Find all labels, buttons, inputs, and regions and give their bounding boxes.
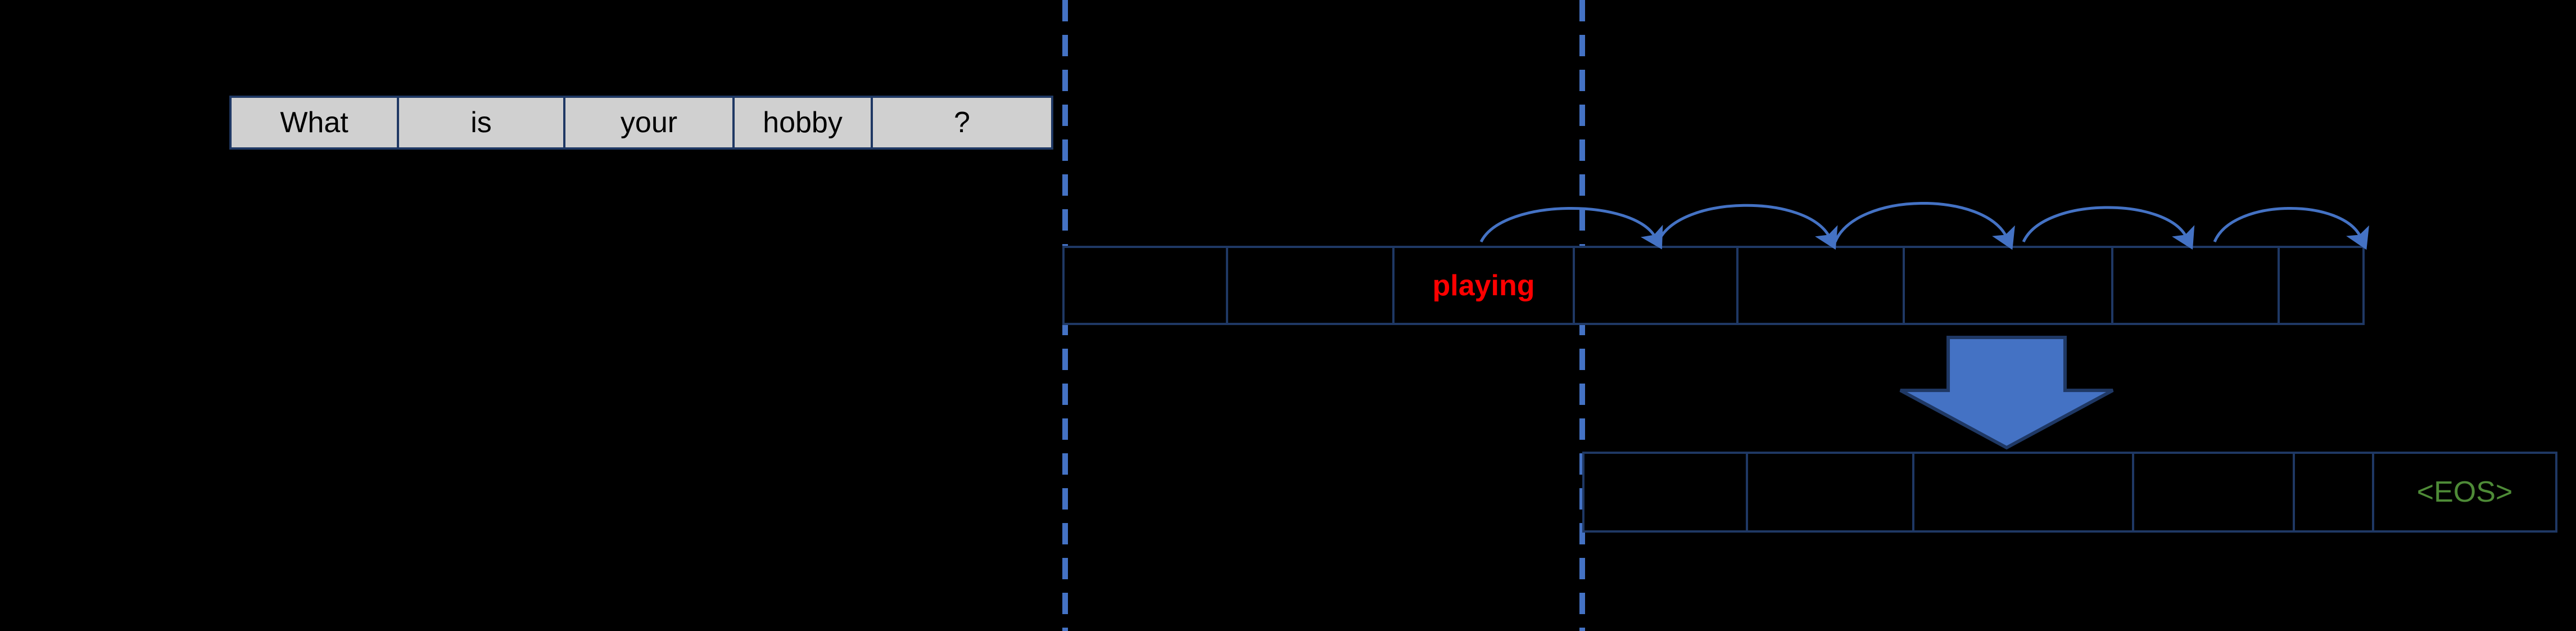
token-cell bbox=[1226, 246, 1395, 325]
feedback-arrow bbox=[1833, 202, 2015, 250]
token-cell bbox=[1736, 246, 1905, 325]
token-cell: What bbox=[229, 96, 399, 150]
feedback-arrow bbox=[1656, 204, 1838, 250]
token-cell: playing bbox=[1392, 246, 1575, 325]
source-sentence-row: What is your hobby? bbox=[229, 96, 1053, 150]
token-cell: your bbox=[563, 96, 735, 150]
token-label: playing bbox=[1432, 269, 1535, 302]
token-cell: hobby bbox=[732, 96, 873, 150]
token-label: What bbox=[280, 106, 348, 139]
token-cell: <EOS> bbox=[2372, 452, 2557, 533]
token-cell bbox=[2132, 452, 2295, 533]
token-label: hobby bbox=[763, 106, 843, 139]
token-label: your bbox=[620, 106, 678, 139]
token-cell bbox=[1746, 452, 1914, 533]
block-down-arrow-shape bbox=[1899, 336, 2114, 450]
decoder-step-down-arrow bbox=[1899, 336, 2114, 450]
token-label: is bbox=[470, 106, 492, 139]
token-cell bbox=[1573, 246, 1739, 325]
token-cell bbox=[1912, 452, 2134, 533]
token-label: <EOS> bbox=[2416, 476, 2513, 508]
token-label: ? bbox=[954, 106, 970, 139]
token-cell bbox=[1903, 246, 2113, 325]
token-cell: ? bbox=[871, 96, 1053, 150]
decoder-input-row: playing bbox=[1062, 246, 2365, 325]
decoder-output-row: <EOS> bbox=[1582, 452, 2557, 533]
token-cell bbox=[2278, 246, 2365, 325]
feedback-arrow bbox=[2213, 206, 2369, 250]
feedback-arrow bbox=[2022, 206, 2195, 250]
feedback-arrow bbox=[1479, 207, 1663, 250]
token-cell: is bbox=[397, 96, 565, 150]
autoregressive-feedback-arrows bbox=[1479, 202, 2369, 250]
token-cell bbox=[1062, 246, 1228, 325]
token-cell bbox=[2111, 246, 2280, 325]
token-cell bbox=[1582, 452, 1748, 533]
token-cell bbox=[2293, 452, 2374, 533]
